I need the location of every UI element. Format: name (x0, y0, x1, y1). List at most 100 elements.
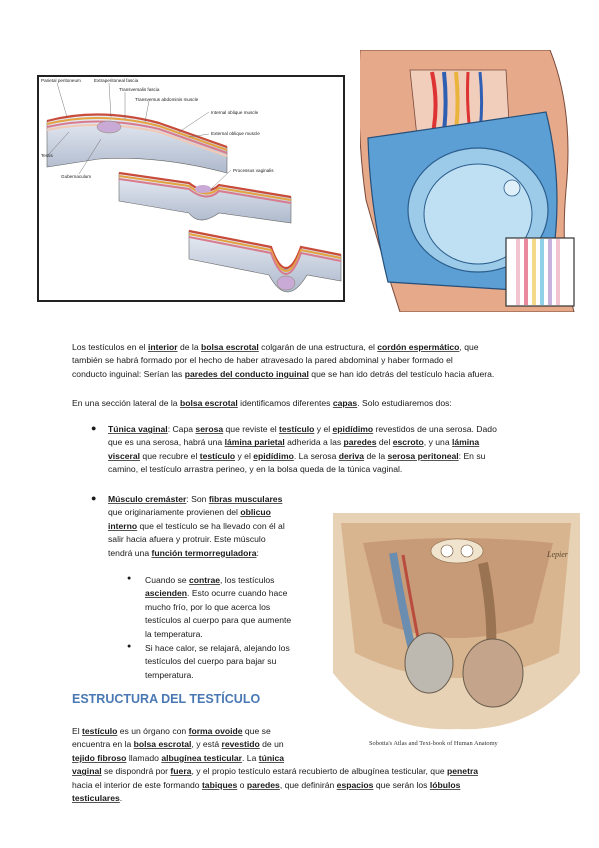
key-term: serosa (195, 424, 224, 434)
key-term: túnica (258, 752, 285, 763)
text-run: que reviste el (223, 424, 280, 434)
key-term: cordón espermático (377, 342, 460, 352)
key-term: testículo (279, 424, 315, 434)
key-term: lámina (451, 437, 480, 448)
key-term: oblicuo (240, 507, 271, 518)
text-run: encuentra en la (72, 739, 134, 750)
key-term: bolsa escrotal (201, 342, 259, 352)
key-term: Músculo cremáster (108, 494, 187, 504)
text-run: tendrá una (108, 547, 152, 558)
text-run: El (72, 726, 83, 736)
key-term: penetra (447, 766, 479, 777)
label-extraperitoneal-fascia: Extraperitoneal fascia (94, 78, 139, 83)
text-run: que originariamente provienen del (108, 507, 241, 518)
text-run: . La serosa (293, 450, 339, 461)
descent-stage-2 (118, 171, 292, 224)
tunica-vaginalis-illustration (358, 49, 580, 313)
key-term: testiculares (72, 793, 120, 804)
text-run: Si hace calor, se relajará, alejando los (145, 643, 290, 653)
key-term: revestido (221, 739, 260, 750)
descent-illustration: Parietal peritoneum Extraperitoneal fasc… (41, 78, 342, 293)
key-term: fibras musculares (208, 494, 283, 504)
key-term: bolsa escrotal (133, 739, 192, 750)
text-run: que se (242, 726, 271, 736)
paragraph-cordon-espermatico: Los testículos en el interior de la bols… (72, 341, 542, 381)
text-run: : En su (458, 450, 486, 461)
text-run: también se habrá formado por el hecho de… (72, 355, 453, 366)
text-run: que el testículo se ha llevado con él al (137, 520, 285, 531)
paragraph-capas: En una sección lateral de la bolsa escro… (72, 397, 542, 410)
text-run: que se han ido detrás del testículo haci… (308, 368, 495, 379)
sub-bullet-contrae: Cuando se contrae, los testículos ascien… (145, 574, 335, 641)
key-term: contrae (188, 575, 221, 585)
text-run: se dispondrá por (101, 766, 171, 777)
descent-stage-3 (188, 229, 342, 293)
key-term: testículo (199, 450, 236, 461)
text-run: , y está (191, 739, 222, 750)
key-term: escroto (392, 437, 424, 448)
text-run: . (119, 793, 123, 804)
key-term: tejido fibroso (72, 752, 127, 763)
key-term: serosa peritoneal (387, 450, 459, 461)
text-run: de un (259, 739, 284, 750)
sub-bullet-relaja: Si hace calor, se relajará, alejando los… (145, 642, 335, 682)
key-term: interno (108, 520, 138, 531)
text-run: Cuando se (145, 575, 189, 585)
bullet-marker: ● (91, 423, 97, 433)
text-run: que recubre el (140, 450, 200, 461)
sobotta-anatomy-plate: Lepier Sobotta's Atlas and Text-book of … (333, 503, 580, 747)
text-run: identificamos diferentes (237, 398, 333, 408)
sub-bullet-marker: ● (127, 643, 132, 650)
text-run: y el (314, 424, 333, 434)
text-run: . La (242, 752, 259, 763)
text-run: revestidos de una serosa. Dado (373, 424, 497, 434)
bullet-marker: ● (91, 493, 97, 503)
text-run: que serán los (373, 779, 430, 790)
bullet-musculo-cremaster: Músculo cremáster: Son fibras musculares… (108, 493, 333, 560)
descent-stage-1 (46, 113, 228, 174)
key-term: Túnica vaginal (108, 424, 168, 434)
text-run: o (237, 779, 247, 790)
key-term: espacios (336, 779, 374, 790)
text-run: hacia el interior de este formando (72, 779, 202, 790)
key-term: epidídimo (332, 424, 374, 434)
text-run: colgarán de una estructura, el (258, 342, 378, 352)
key-term: forma ovoide (188, 726, 243, 736)
key-term: lóbulos (429, 779, 461, 790)
text-run: llamado (126, 752, 162, 763)
text-run: , que definirán (279, 779, 337, 790)
key-term: albugínea testicular (161, 752, 243, 763)
text-run: salir hacia afuera y protruir. Este músc… (108, 534, 266, 545)
layers-inset (505, 237, 575, 307)
label-testis: Testis (41, 153, 53, 158)
testicular-descent-diagram: Parietal peritoneum Extraperitoneal fasc… (37, 75, 345, 302)
label-transversalis-fascia: Transversalis fascia (119, 87, 160, 92)
key-term: paredes (246, 779, 280, 790)
text-run: testículos al cuerpo para que aumente (145, 615, 292, 626)
label-gubernaculum: Gubernaculum (61, 174, 91, 179)
text-run: : (256, 547, 259, 558)
plate-caption: Sobotta's Atlas and Text-book of Human A… (369, 740, 499, 747)
text-run: adherida a las (284, 437, 344, 448)
key-term: capas (332, 398, 358, 408)
text-run: que es una serosa, habrá una (108, 437, 225, 448)
text-run: del (376, 437, 393, 448)
label-parietal-peritoneum: Parietal peritoneum (41, 78, 81, 83)
section-heading: ESTRUCTURA DEL TESTÍCULO (72, 692, 261, 706)
label-internal-oblique: Internal oblique muscle (211, 110, 259, 115)
text-run: la temperatura. (145, 628, 203, 639)
key-term: paredes (343, 437, 377, 448)
plate-signature: Lepier (546, 550, 569, 559)
key-term: visceral (108, 450, 141, 461)
key-term: interior (147, 342, 178, 352)
text-run: y el (235, 450, 254, 461)
label-external-oblique: External oblique muscle (211, 131, 260, 136)
key-term: fuera (170, 766, 192, 777)
text-run: de la (177, 342, 201, 352)
text-run: En una sección lateral de la (72, 398, 180, 408)
text-run: camino, el testículo arrastra perineo, y… (108, 464, 403, 475)
text-run: . Esto ocurre cuando hace (187, 588, 288, 599)
label-transversus-abdominis: Transversus abdominis muscle (135, 97, 199, 102)
sub-bullet-marker: ● (127, 575, 132, 582)
text-run: . Solo estudiaremos dos: (357, 398, 452, 408)
